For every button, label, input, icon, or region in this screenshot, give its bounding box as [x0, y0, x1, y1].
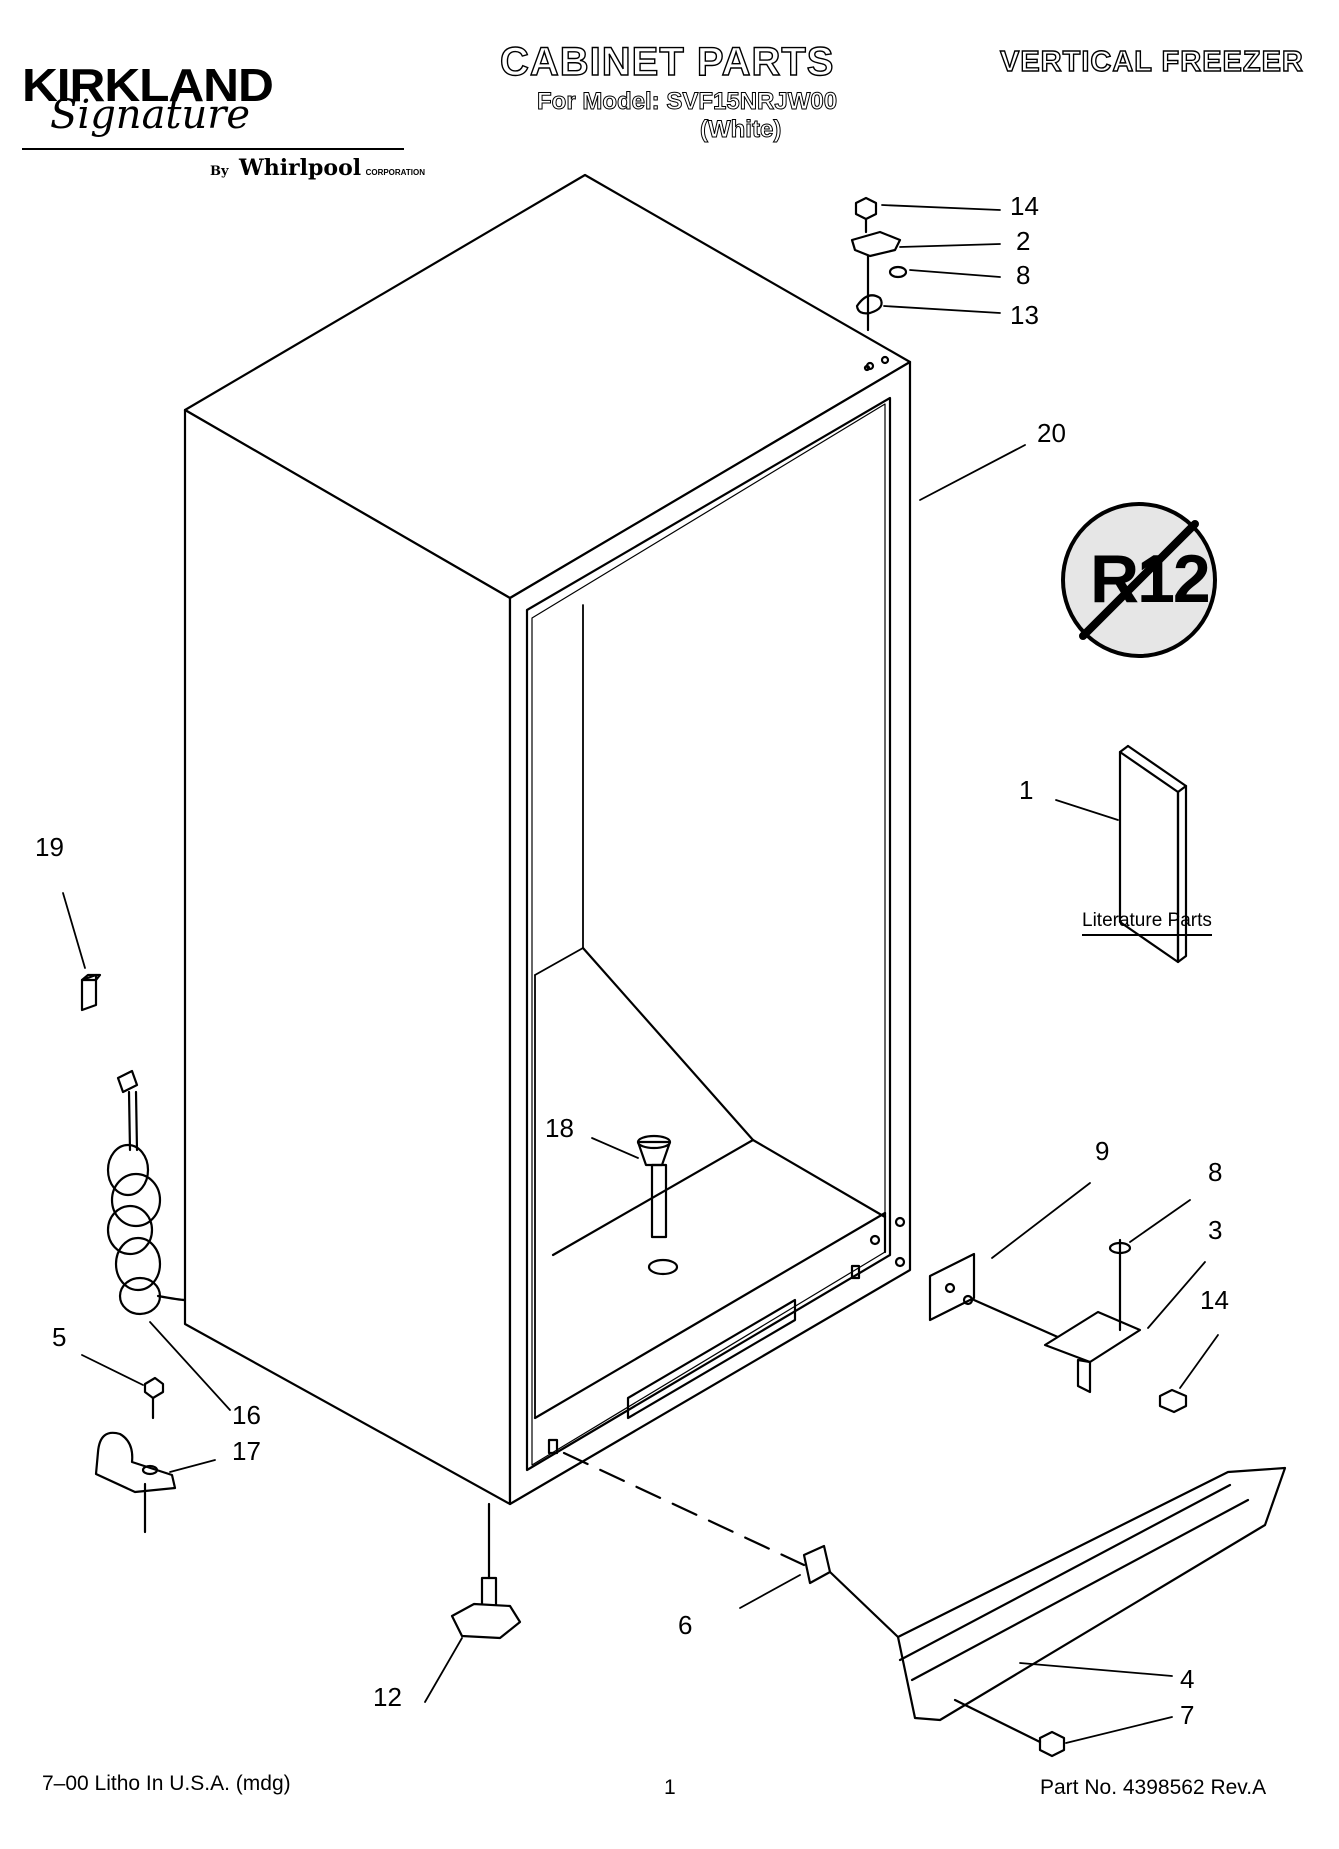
callout-5: 5	[52, 1322, 67, 1352]
callout-8-top: 8	[1016, 260, 1031, 290]
callout-8-bottom: 8	[1208, 1157, 1223, 1187]
cabinet	[183, 173, 912, 1506]
callout-17: 17	[232, 1436, 261, 1466]
brand-name: KIRKLAND	[22, 59, 274, 111]
callout-9: 9	[1095, 1136, 1110, 1166]
r12-no-symbol	[1061, 502, 1217, 658]
maker-line: By Whirlpool CORPORATION	[210, 155, 425, 181]
callout-7: 7	[1180, 1700, 1195, 1730]
power-cord	[106, 1069, 187, 1316]
callout-4: 4	[1180, 1664, 1195, 1694]
drain-tube	[636, 1134, 679, 1276]
r12-label: R12	[1090, 541, 1211, 617]
leveling-leg	[450, 1502, 522, 1640]
maker-name: Whirlpool	[239, 155, 362, 181]
leader-lines	[62, 204, 1219, 1744]
footer-litho: 7–00 Litho In U.S.A. (mdg)	[42, 1772, 291, 1795]
bottom-hinge-assembly	[928, 1238, 1188, 1414]
color-line: (White)	[699, 116, 782, 144]
cord-clamp	[94, 1376, 177, 1534]
callout-12: 12	[373, 1682, 402, 1712]
maker-suffix: CORPORATION	[365, 168, 425, 177]
callout-13: 13	[1010, 300, 1039, 330]
category-label: VERTICAL FREEZER	[999, 45, 1304, 78]
brand-signature: Signature	[50, 92, 251, 138]
callout-1: 1	[1019, 775, 1034, 805]
brand-rule	[22, 148, 404, 150]
model-line: For Model: SVF15NRJW00	[536, 88, 838, 116]
callout-20: 20	[1037, 418, 1066, 448]
callout-3: 3	[1208, 1215, 1223, 1245]
page-title: CABINET PARTS	[499, 39, 835, 84]
literature-parts-label: Literature Parts	[1082, 910, 1212, 936]
callout-2: 2	[1016, 226, 1031, 256]
clip-part	[80, 973, 102, 1012]
by-label: By	[210, 164, 229, 179]
footer-part-number: Part No. 4398562 Rev.A	[1040, 1776, 1267, 1799]
footer-page-number: 1	[664, 1776, 676, 1799]
callout-14-bottom: 14	[1200, 1285, 1229, 1315]
kickplate-clip	[562, 1451, 900, 1639]
literature-booklet	[1118, 744, 1188, 964]
callout-16: 16	[232, 1400, 261, 1430]
callout-19: 19	[35, 832, 64, 862]
callout-14-top: 14	[1010, 191, 1039, 221]
kickplate	[896, 1466, 1287, 1722]
callout-6: 6	[678, 1610, 693, 1640]
callout-18: 18	[545, 1113, 574, 1143]
top-hinge-assembly	[850, 196, 908, 372]
kickplate-screw	[953, 1698, 1066, 1758]
